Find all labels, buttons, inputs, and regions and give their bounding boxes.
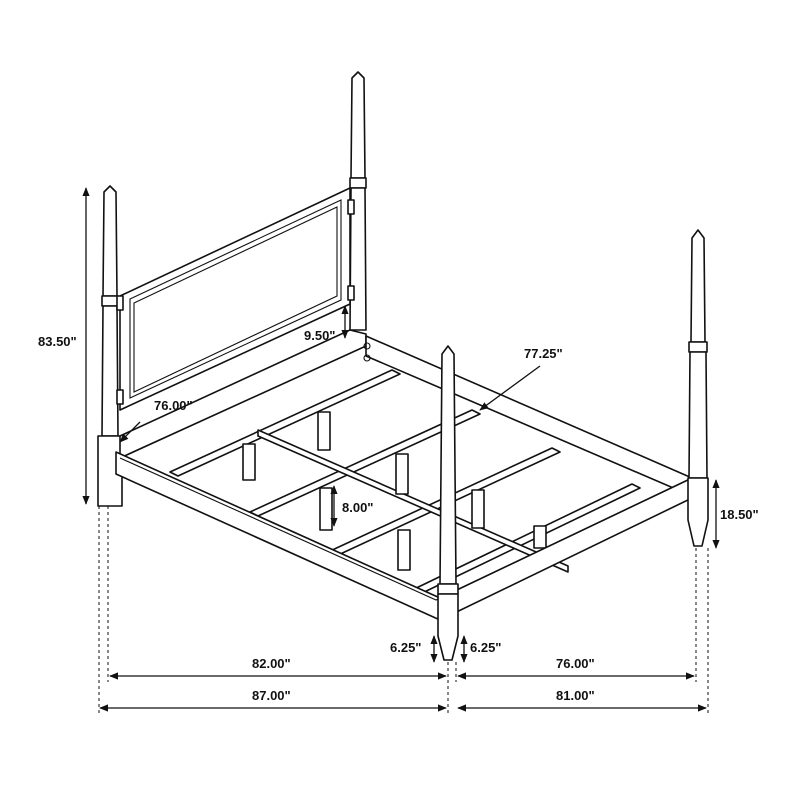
front-left-post <box>437 345 459 661</box>
diagonal-length-label: 77.25" <box>524 346 563 361</box>
extension-lines <box>98 506 709 716</box>
slat-clearance-label: 8.00" <box>342 500 373 515</box>
headboard <box>116 187 355 411</box>
slats <box>169 369 641 597</box>
overall-width-label: 81.00" <box>556 688 595 703</box>
headboard-panel-height-label: 9.50" <box>304 328 335 343</box>
bed-frame <box>97 71 709 661</box>
headboard-width-label: 76.00" <box>154 398 193 413</box>
dimension-labels: 83.50" 9.50" 76.00" 77.25" 8.00" 18.50" … <box>38 328 759 703</box>
left-side-rail <box>115 451 441 621</box>
dimension-lines <box>82 187 720 712</box>
front-right-post <box>687 229 709 547</box>
back-left-post <box>97 185 123 507</box>
leg-right-label: 6.25" <box>470 640 501 655</box>
support-legs <box>242 411 547 571</box>
inner-length-label: 82.00" <box>252 656 291 671</box>
leg-left-label: 6.25" <box>390 640 421 655</box>
inner-width-label: 76.00" <box>556 656 595 671</box>
overall-length-label: 87.00" <box>252 688 291 703</box>
rail-height-label: 18.50" <box>720 507 759 522</box>
overall-height-label: 83.50" <box>38 334 77 349</box>
